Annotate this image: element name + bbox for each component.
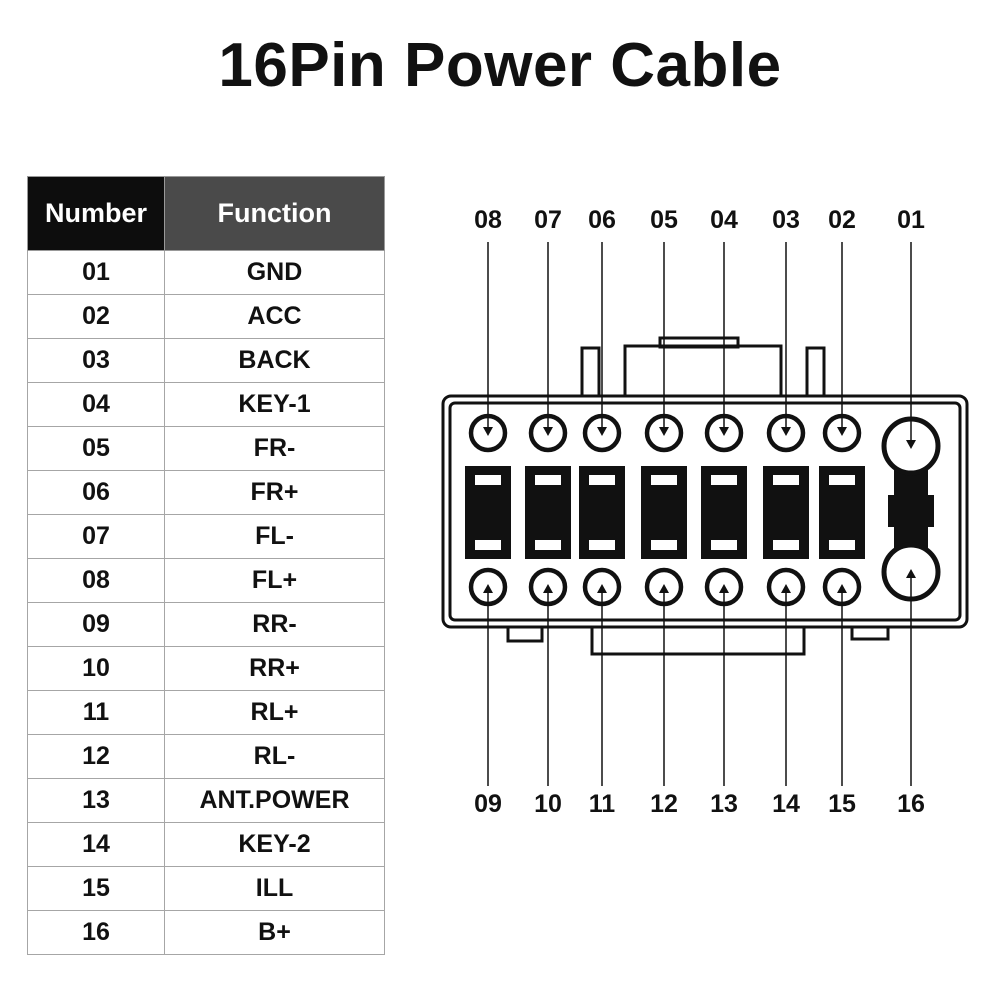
terminal-slot-top bbox=[589, 475, 615, 485]
terminal-slot-bottom bbox=[535, 540, 561, 550]
pin-function-cell: RL+ bbox=[164, 690, 385, 735]
pin-function-cell: ACC bbox=[164, 294, 385, 339]
pin-number-cell: 09 bbox=[27, 602, 165, 647]
connector-diagram: 08 07 06 05 04 03 02 01 09 10 11 12 13 14 15 16 bbox=[441, 206, 969, 818]
pin-label-top: 01 bbox=[897, 206, 925, 234]
pin-number-cell: 12 bbox=[27, 734, 165, 779]
pin-function-cell: RL- bbox=[164, 734, 385, 779]
pin-label-top: 05 bbox=[650, 206, 678, 234]
pin-label-bottom: 14 bbox=[772, 790, 800, 818]
terminal-slot-bottom bbox=[651, 540, 677, 550]
pin-number-cell: 14 bbox=[27, 822, 165, 867]
connector-top-tab-left bbox=[580, 346, 601, 398]
terminal-slot-bottom bbox=[475, 540, 501, 550]
pin-label-top: 04 bbox=[710, 206, 738, 234]
connector-bottom-key-right bbox=[850, 625, 890, 641]
pin-label-bottom: 10 bbox=[534, 790, 562, 818]
pin-label-bottom: 11 bbox=[589, 790, 616, 818]
pin-label-bottom: 12 bbox=[650, 790, 678, 818]
pin-number-cell: 01 bbox=[27, 250, 165, 295]
pin-label-top: 07 bbox=[534, 206, 562, 234]
pin-label-bottom: 15 bbox=[828, 790, 856, 818]
pin-function-cell: B+ bbox=[164, 910, 385, 955]
pin-number-cell: 15 bbox=[27, 866, 165, 911]
pin-function-cell: KEY-1 bbox=[164, 382, 385, 427]
terminal-slot-bottom bbox=[829, 540, 855, 550]
pin-number-cell: 13 bbox=[27, 778, 165, 823]
pin-label-bottom: 13 bbox=[710, 790, 738, 818]
connector-housing-inner bbox=[448, 401, 962, 622]
terminal-slot-bottom bbox=[711, 540, 737, 550]
pin-label-bottom: 16 bbox=[897, 790, 925, 818]
pin-number-cell: 04 bbox=[27, 382, 165, 427]
pin-function-cell: BACK bbox=[164, 338, 385, 383]
terminal-slot-bottom bbox=[773, 540, 799, 550]
pin-function-cell: GND bbox=[164, 250, 385, 295]
pin-function-cell: FR+ bbox=[164, 470, 385, 515]
terminal-slot-top bbox=[711, 475, 737, 485]
pin-number-cell: 11 bbox=[27, 690, 165, 735]
pin-number-cell: 10 bbox=[27, 646, 165, 691]
pin-number-cell: 05 bbox=[27, 426, 165, 471]
terminal-slot-top bbox=[773, 475, 799, 485]
pin-label-top: 08 bbox=[474, 206, 502, 234]
pin-label-bottom: 09 bbox=[474, 790, 502, 818]
pin-function-cell: KEY-2 bbox=[164, 822, 385, 867]
pin-function-cell: FL+ bbox=[164, 558, 385, 603]
pin-label-top: 02 bbox=[828, 206, 856, 234]
header-number: Number bbox=[27, 176, 165, 251]
pin-label-top: 06 bbox=[588, 206, 616, 234]
pin-number-cell: 02 bbox=[27, 294, 165, 339]
pin-function-cell: RR+ bbox=[164, 646, 385, 691]
header-function: Function bbox=[164, 176, 385, 251]
pin-function-cell: ILL bbox=[164, 866, 385, 911]
page-title: 16Pin Power Cable bbox=[218, 31, 782, 100]
terminal-slot-top bbox=[829, 475, 855, 485]
table-header-row: Number Function bbox=[27, 176, 385, 251]
pin-label-top: 03 bbox=[772, 206, 800, 234]
pin-number-cell: 16 bbox=[27, 910, 165, 955]
terminal-slot-top bbox=[535, 475, 561, 485]
connector-top-latch bbox=[623, 344, 783, 398]
pin-number-cell: 08 bbox=[27, 558, 165, 603]
terminal-slot-top bbox=[475, 475, 501, 485]
pin-function-cell: RR- bbox=[164, 602, 385, 647]
pin-function-cell: FL- bbox=[164, 514, 385, 559]
terminal-slot-top bbox=[651, 475, 677, 485]
terminal-block-large-tab bbox=[888, 495, 934, 527]
pin-number-cell: 07 bbox=[27, 514, 165, 559]
connector-top-latch-cap bbox=[658, 336, 740, 349]
terminal-slot-bottom bbox=[589, 540, 615, 550]
pin-function-cell: ANT.POWER bbox=[164, 778, 385, 823]
connector-bottom-key-center bbox=[590, 625, 806, 656]
pin-number-cell: 06 bbox=[27, 470, 165, 515]
connector-top-tab-right bbox=[805, 346, 826, 398]
pin-function-cell: FR- bbox=[164, 426, 385, 471]
connector-bottom-key-left bbox=[506, 625, 544, 643]
pin-number-cell: 03 bbox=[27, 338, 165, 383]
